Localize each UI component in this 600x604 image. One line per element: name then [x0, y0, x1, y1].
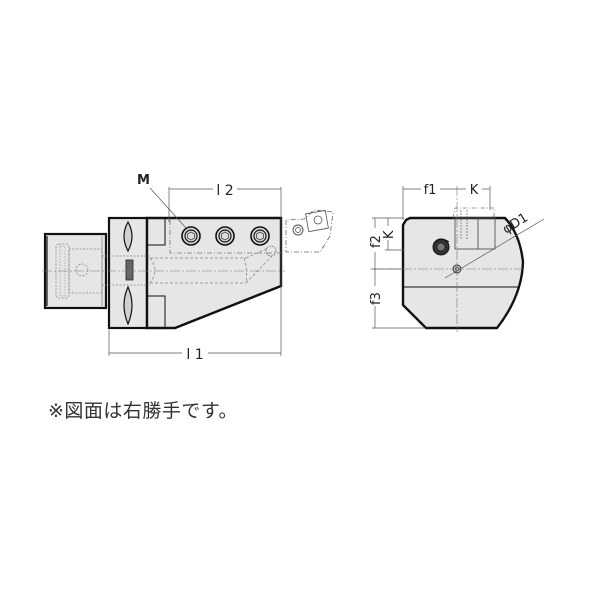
dimension-f2-K-f3: f2 K f3	[369, 217, 426, 329]
dimension-l1: l 1	[108, 330, 281, 363]
dimension-M: M	[137, 173, 187, 229]
coolant-port-icon	[432, 238, 450, 256]
label-f2: f2	[369, 235, 384, 248]
side-view: l 2 M l 1	[42, 173, 334, 363]
front-view: φD1 f1 K f2 K	[369, 183, 545, 332]
bolt-icon	[215, 226, 235, 246]
label-f1: f1	[424, 183, 437, 198]
label-l1: l 1	[186, 347, 203, 363]
label-K-top: K	[470, 183, 479, 198]
label-K-side: K	[382, 230, 397, 239]
dimension-l2: l 2	[168, 183, 282, 356]
cutting-head	[285, 209, 334, 253]
clamp-bolts	[169, 220, 281, 254]
clamp-block	[452, 207, 496, 250]
dimension-f1-K: f1 K	[402, 183, 491, 220]
bolt-icon	[250, 226, 270, 246]
label-M: M	[137, 173, 150, 188]
bolt-icon	[181, 226, 201, 246]
holder-body	[102, 216, 283, 330]
label-f3: f3	[369, 292, 384, 305]
drawing-note: ※図面は右勝手です。	[48, 400, 239, 422]
label-l2: l 2	[216, 183, 233, 199]
